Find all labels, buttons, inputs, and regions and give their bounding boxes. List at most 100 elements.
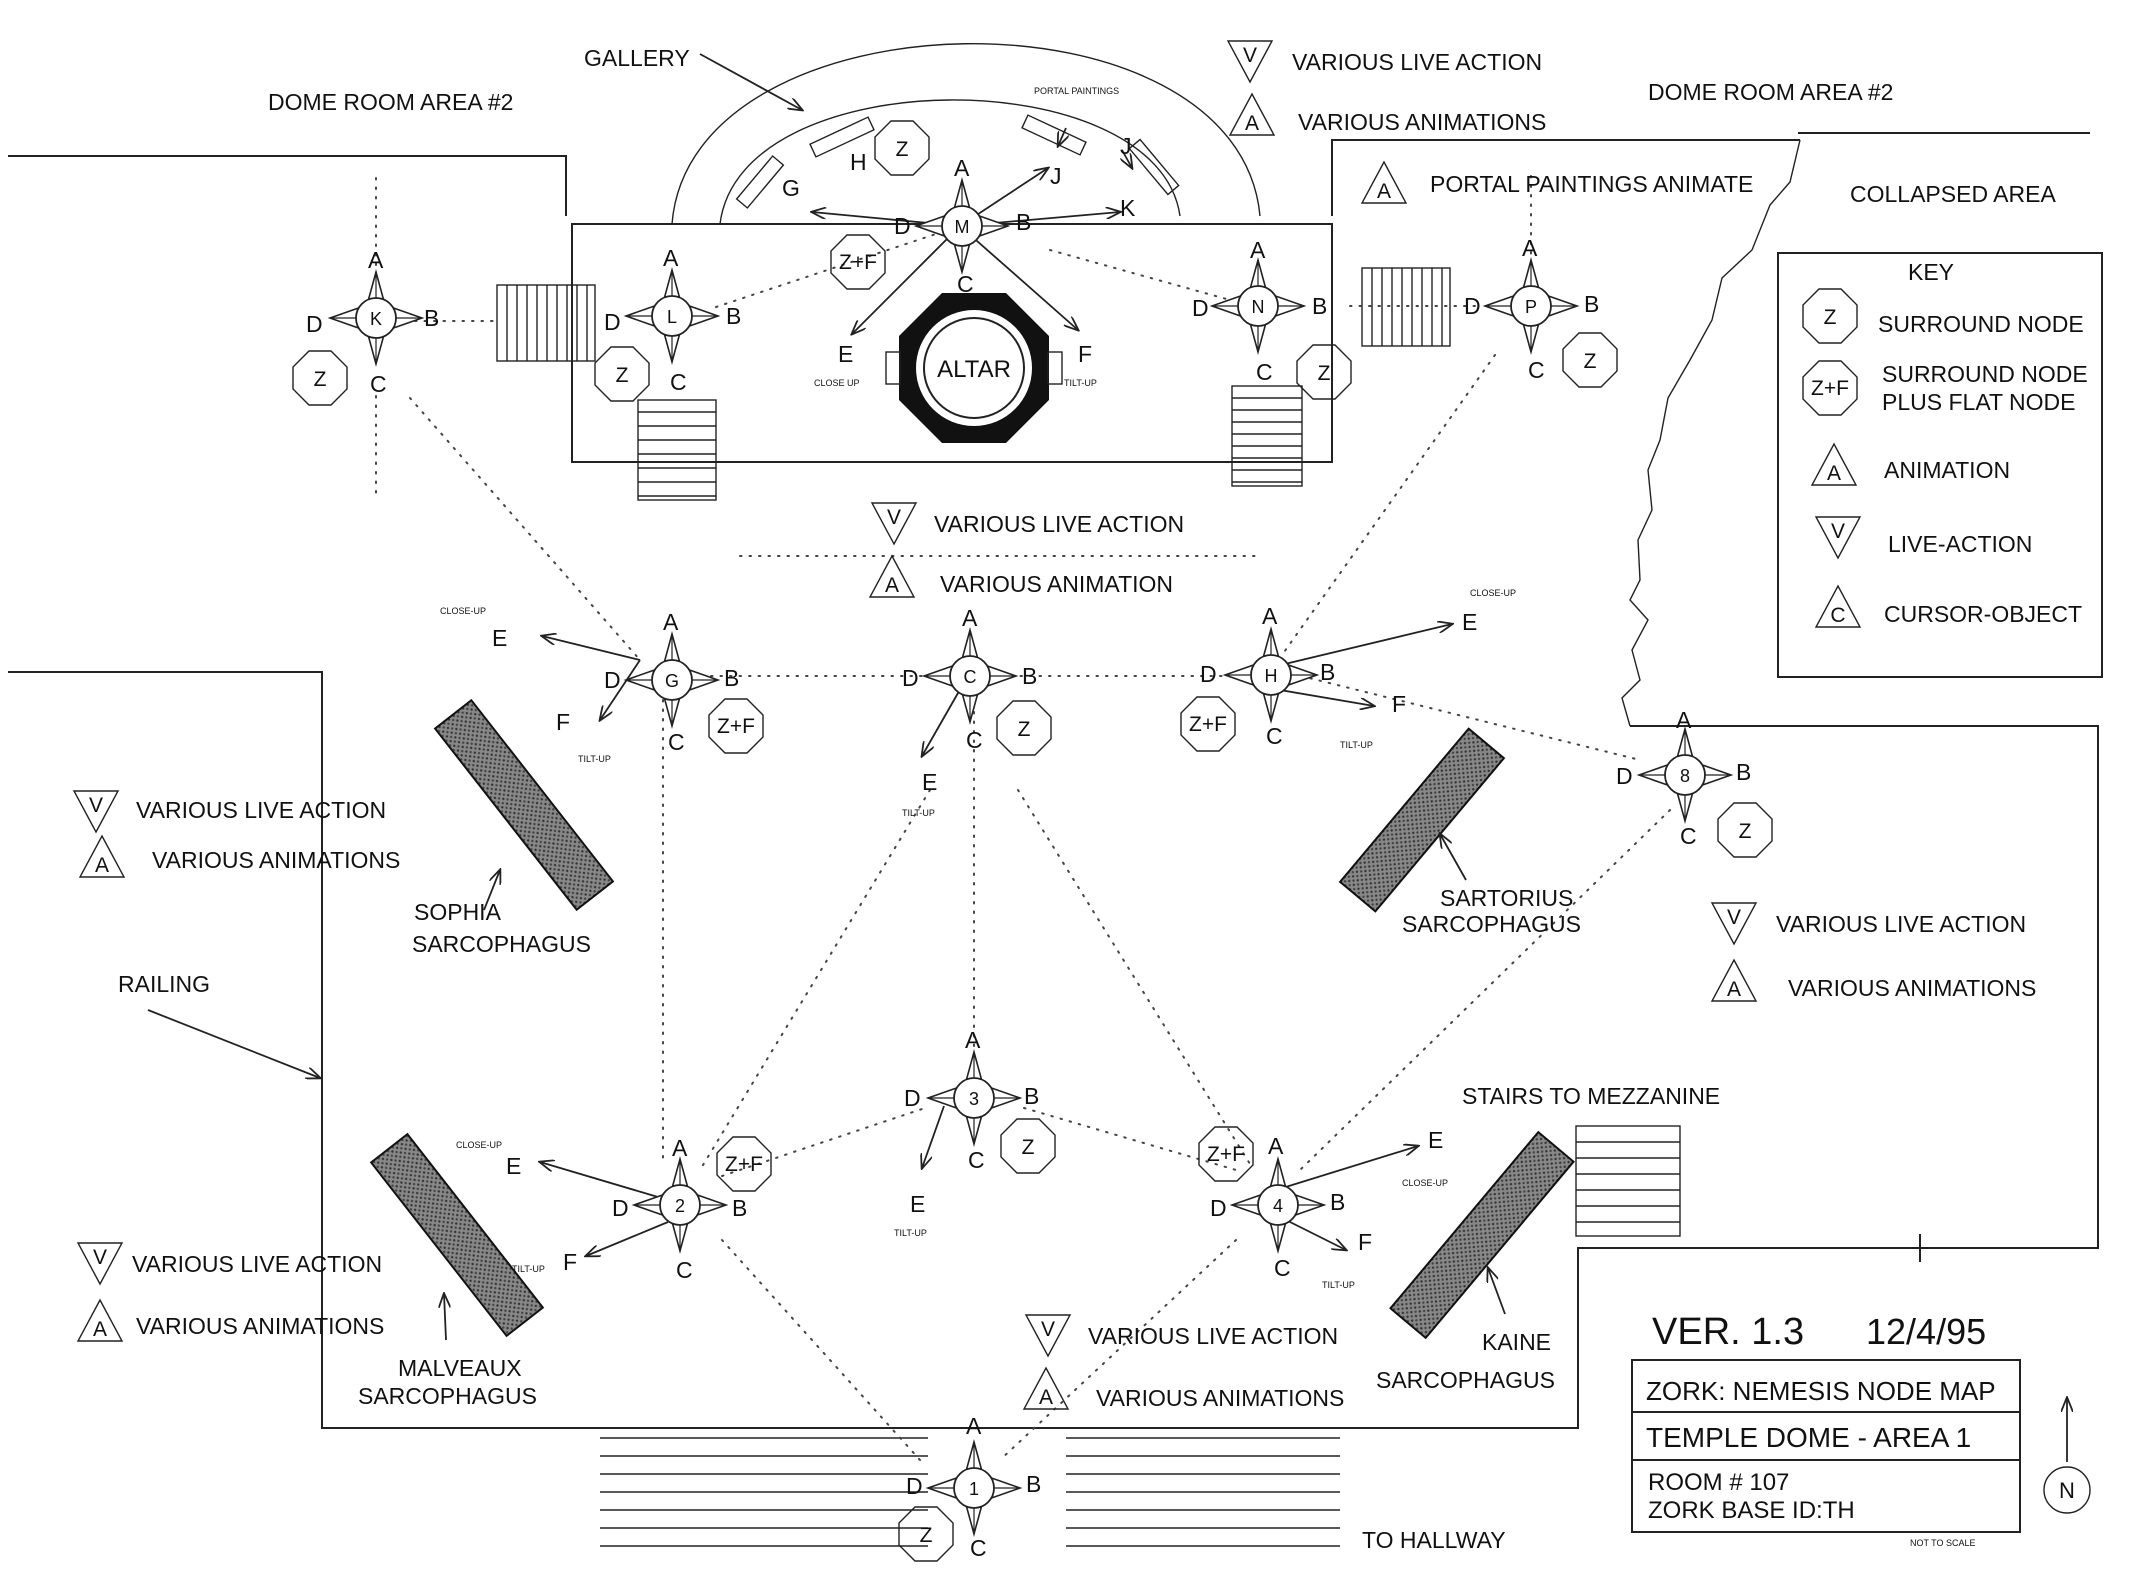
left-grille [496, 284, 596, 362]
surround-node-icon: Z [292, 350, 348, 406]
collapsed-area-label: COLLAPSED AREA [1850, 181, 2056, 207]
key-item-surround: SURROUND NODE [1878, 311, 2084, 337]
node-C: C [923, 629, 1017, 723]
svg-text:K: K [370, 309, 382, 329]
sophia-label-2: SARCOPHAGUS [412, 931, 591, 957]
svg-text:B: B [1022, 663, 1037, 689]
svg-text:V: V [1243, 44, 1257, 67]
sartorius-label-2: SARCOPHAGUS [1402, 911, 1581, 937]
svg-text:D: D [1210, 1195, 1227, 1221]
svg-text:A: A [1250, 237, 1266, 263]
svg-text:B: B [1584, 291, 1599, 317]
svg-text:D: D [902, 665, 919, 691]
svg-text:A: A [1676, 707, 1692, 733]
svg-text:A: A [663, 245, 679, 271]
node-3: 3 [927, 1051, 1021, 1145]
svg-text:C: C [668, 729, 685, 755]
kaine-label-2: SARCOPHAGUS [1376, 1367, 1555, 1393]
place-labels: GALLERY DOME ROOM AREA #2 DOME ROOM AREA… [118, 45, 2056, 1553]
svg-text:E: E [506, 1153, 521, 1179]
svg-text:B: B [726, 303, 741, 329]
surround-node-icon: Z [1717, 802, 1773, 858]
svg-text:V: V [93, 1246, 107, 1269]
surround-node-icon: Z [594, 346, 650, 402]
lower-right-stairs [1231, 385, 1303, 487]
key-item-surround-flat-2: PLUS FLAT NODE [1882, 389, 2075, 415]
svg-text:A: A [885, 574, 899, 597]
svg-text:E: E [1462, 609, 1477, 635]
svg-text:B: B [1736, 759, 1751, 785]
svg-text:A: A [672, 1135, 688, 1161]
surround-node-icon: Z [1562, 332, 1618, 388]
surround-flat-icon: Z+F [708, 698, 764, 754]
svg-text:D: D [1200, 661, 1217, 687]
surround-markers: Z Z Z Z+F Z Z Z+F Z Z+F Z Z+F Z Z+F Z [292, 120, 1773, 1562]
date-label: 12/4/95 [1866, 1311, 1986, 1352]
north-icon: N [2043, 1466, 2091, 1514]
altar-label: ALTAR [937, 356, 1011, 383]
note-right-a: VARIOUS ANIMATIONS [1788, 975, 2036, 1001]
node-P: P [1484, 259, 1578, 353]
svg-text:E: E [838, 341, 853, 367]
svg-text:TILT-UP: TILT-UP [894, 1228, 927, 1238]
node-H: H [1224, 628, 1318, 722]
note-left-a: VARIOUS ANIMATIONS [152, 847, 400, 873]
stairs-label: STAIRS TO MEZZANINE [1462, 1083, 1720, 1109]
svg-text:D: D [604, 667, 621, 693]
malveaux-label-1: MALVEAUX [398, 1355, 522, 1381]
key-item-surround-flat-1: SURROUND NODE [1882, 361, 2088, 387]
malveaux-label-2: SARCOPHAGUS [358, 1383, 537, 1409]
note-bottom-a: VARIOUS ANIMATIONS [1096, 1385, 1344, 1411]
surround-flat-icon: Z+F [830, 234, 886, 290]
svg-text:A: A [1039, 1386, 1053, 1409]
svg-text:E: E [492, 625, 507, 651]
svg-text:C: C [1830, 604, 1845, 627]
svg-text:CLOSE-UP: CLOSE-UP [1402, 1178, 1448, 1188]
node-2: 2 [633, 1158, 727, 1252]
node-1: 1 [927, 1441, 1021, 1535]
sartorius-sarcophagus [1338, 727, 1506, 913]
node-L: L [625, 269, 719, 363]
view-notes: CLOSE UP TILT-UP CLOSE-UP TILT-UP TILT-U… [440, 86, 1976, 1548]
portal-paintings [735, 114, 1180, 209]
svg-text:D: D [906, 1473, 923, 1499]
node-8: 8 [1638, 728, 1732, 822]
svg-text:C: C [1528, 357, 1545, 383]
svg-text:8: 8 [1680, 766, 1690, 786]
svg-text:NOT TO SCALE: NOT TO SCALE [1910, 1538, 1976, 1548]
svg-text:C: C [964, 667, 977, 687]
svg-text:A: A [368, 247, 384, 273]
svg-text:Z: Z [1018, 718, 1031, 741]
svg-text:Z: Z [1022, 1136, 1035, 1159]
svg-text:F: F [1392, 691, 1406, 717]
note-bottom-v: VARIOUS LIVE ACTION [1088, 1323, 1338, 1349]
svg-text:CLOSE-UP: CLOSE-UP [440, 606, 486, 616]
svg-text:E: E [922, 769, 937, 795]
svg-text:A: A [966, 1413, 982, 1439]
note-center-v: VARIOUS LIVE ACTION [934, 511, 1184, 537]
svg-text:K: K [1120, 195, 1136, 221]
svg-text:Z: Z [1318, 362, 1331, 385]
key-title: KEY [1908, 259, 1954, 285]
svg-text:Z: Z [1739, 820, 1752, 843]
note-lower-left-v: VARIOUS LIVE ACTION [132, 1251, 382, 1277]
svg-text:E: E [910, 1191, 925, 1217]
svg-text:D: D [1616, 763, 1633, 789]
svg-text:C: C [1256, 359, 1273, 385]
svg-text:A: A [1827, 462, 1841, 485]
surround-node-icon: Z [898, 1506, 954, 1562]
svg-text:V: V [1727, 906, 1741, 929]
surround-node-icon: Z [996, 700, 1052, 756]
svg-text:PORTAL PAINTINGS: PORTAL PAINTINGS [1034, 86, 1119, 96]
svg-text:F: F [1358, 1229, 1372, 1255]
nodes: K L M N P G C H 8 2 3 4 1 [329, 179, 1732, 1535]
svg-text:TILT-UP: TILT-UP [578, 754, 611, 764]
svg-text:Z: Z [896, 138, 909, 161]
svg-text:A: A [962, 605, 978, 631]
svg-text:C: C [1680, 823, 1697, 849]
svg-text:F: F [1078, 341, 1092, 367]
svg-text:N: N [2059, 1478, 2075, 1503]
svg-text:V: V [887, 506, 901, 529]
